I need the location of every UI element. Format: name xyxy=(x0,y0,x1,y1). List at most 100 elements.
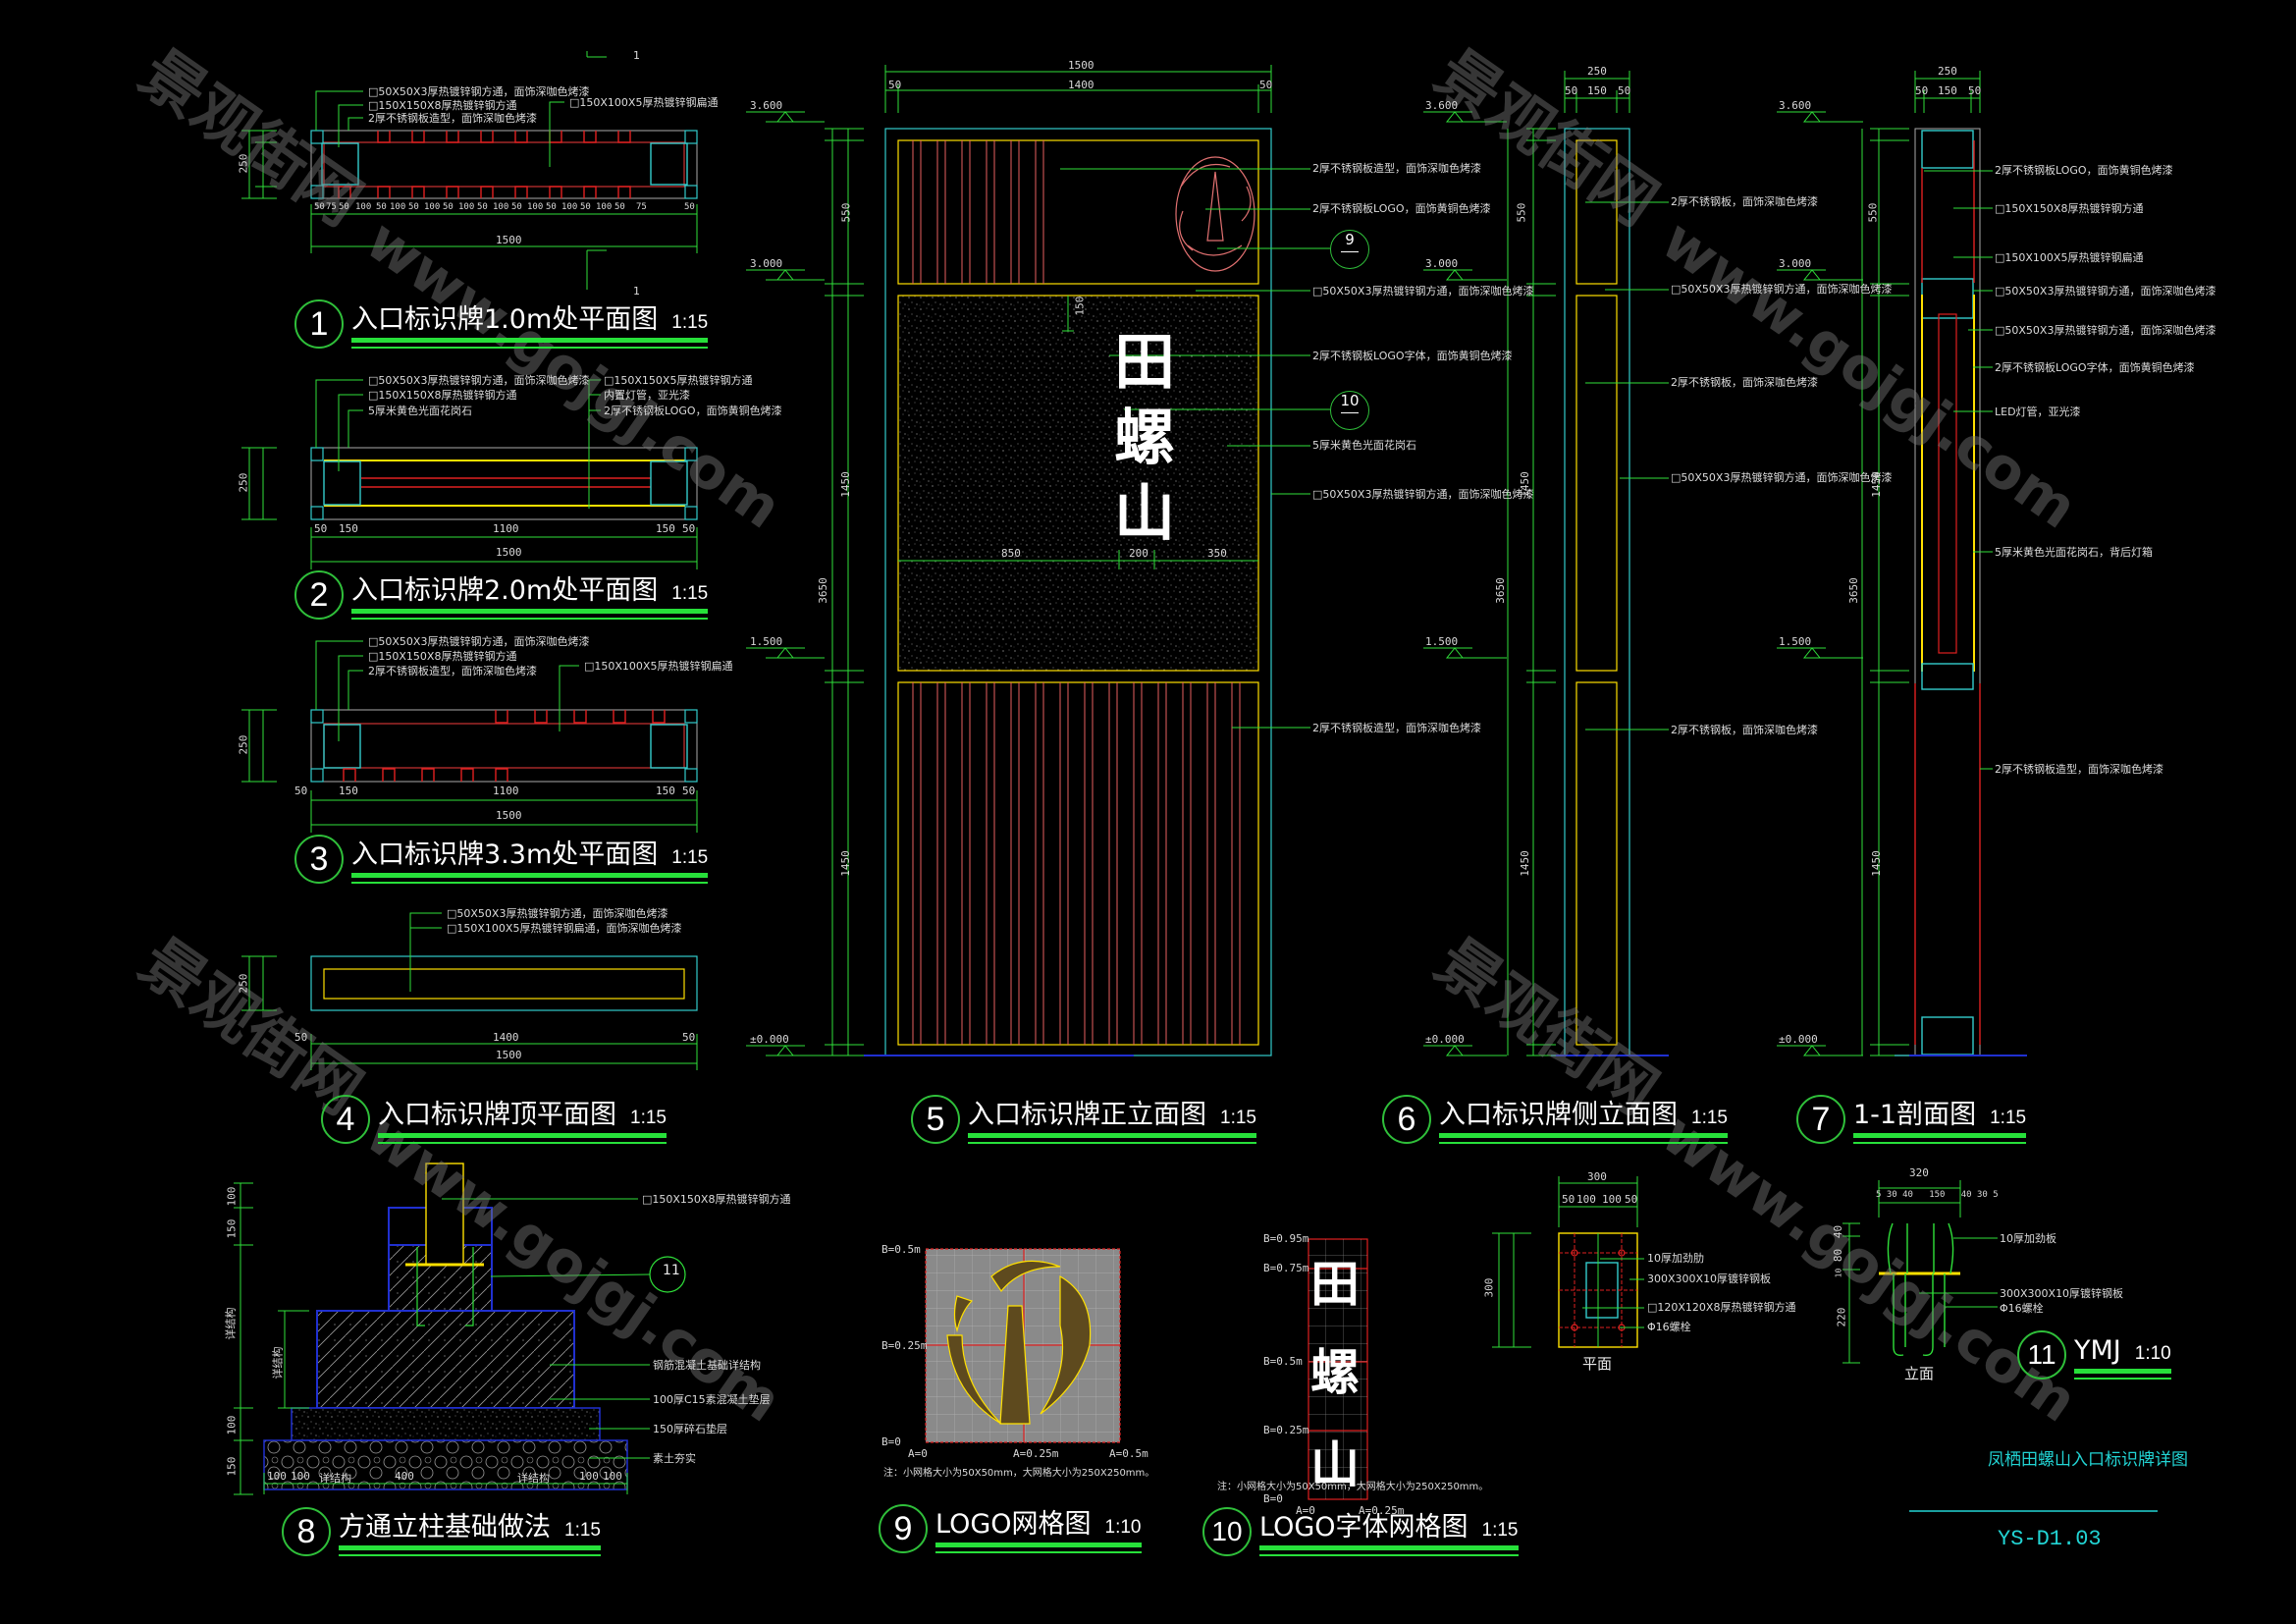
side-note: 2厚不锈钢板，面饰深咖色烤漆 xyxy=(1671,724,1818,736)
ymj-plan-dim: 100 xyxy=(1602,1193,1622,1206)
side-dim-total: 250 xyxy=(1587,65,1607,78)
front-elevation-drawing xyxy=(746,65,1330,1056)
drawing-title-text: YMJ xyxy=(2074,1335,2121,1366)
detail-reference-bubble-10[interactable]: 10 xyxy=(1330,391,1369,430)
plan1-dim: 50 xyxy=(314,202,325,212)
drawing-number: 3 xyxy=(294,835,344,884)
plan1-dim: 100 xyxy=(527,202,544,212)
foundation-dim-side: 详结构 xyxy=(224,1307,238,1340)
plan2-note: □150X150X8厚热镀锌钢方通 xyxy=(368,389,517,402)
detail-reference-bubble-11[interactable]: 11 xyxy=(663,1263,680,1278)
foundation-dim-side: 详结构 xyxy=(271,1346,285,1380)
plan4-note: □150X100X5厚热镀锌钢扁通，面饰深咖色烤漆 xyxy=(447,922,682,935)
drawing-title-text: 入口标识牌1.0m处平面图 xyxy=(351,304,659,335)
plan2-note: 2厚不锈钢板LOGO，面饰黄铜色烤漆 xyxy=(604,405,782,417)
foundation-dim-side: 150 xyxy=(225,1218,239,1239)
drawing-number: 4 xyxy=(321,1095,370,1144)
plan3-dim-side: 250 xyxy=(237,734,250,755)
plan4-dim-total: 1500 xyxy=(496,1049,522,1061)
drawing-title-text: LOGO网格图 xyxy=(935,1509,1092,1540)
section-mark-bottom: 1 xyxy=(633,285,640,298)
ymj-elev-label: 立面 xyxy=(1904,1365,1935,1382)
plan2-dim-side: 250 xyxy=(237,472,250,493)
front-note: □50X50X3厚热镀锌钢方通，面饰深咖色烤漆 xyxy=(1312,285,1534,298)
plan1-dim: 50 xyxy=(580,202,591,212)
front-dim-height: 3650 xyxy=(816,577,829,604)
font-grid-note: 注：小网格大小为50X50mm，大网格大小为250X250mm。 xyxy=(1217,1482,1489,1492)
plan4-dim: 50 xyxy=(294,1031,308,1044)
drawing-title-text: 入口标识牌顶平面图 xyxy=(378,1100,616,1130)
section-note: 2厚不锈钢板LOGO，面饰黄铜色烤漆 xyxy=(1995,164,2173,177)
drawing-title-text: 入口标识牌正立面图 xyxy=(968,1100,1206,1130)
plan1-dim: 50 xyxy=(408,202,419,212)
section-dim-side: 1450 xyxy=(1869,471,1883,498)
detail-reference-bubble-9[interactable]: 9 xyxy=(1330,230,1369,269)
drawing-scale: 1:15 xyxy=(1691,1108,1728,1128)
logo-outline xyxy=(1175,156,1255,272)
plan3-note: □50X50X3厚热镀锌钢方通，面饰深咖色烤漆 xyxy=(368,635,590,648)
drawing-number: 5 xyxy=(911,1095,960,1144)
plan1-note: □50X50X3厚热镀锌钢方通，面饰深咖色烤漆 xyxy=(368,85,590,98)
ymj-elev-dim-chain: 5 30 40 150 40 30 5 xyxy=(1876,1190,1999,1200)
side-note: □50X50X3厚热镀锌钢方通，面饰深咖色烤漆 xyxy=(1671,471,1893,484)
font-grid-a-label: A=0.25m xyxy=(1359,1504,1405,1517)
ymj-plan-drawing xyxy=(1492,1176,1644,1348)
section-1-1-drawing xyxy=(1777,71,2027,1056)
plan2-dim: 150 xyxy=(339,522,358,535)
drawing-title-text: LOGO字体网格图 xyxy=(1259,1512,1468,1543)
plan3-dim: 50 xyxy=(682,785,696,797)
foundation-dim-side: 150 xyxy=(225,1456,239,1477)
ymj-plan-note: 300X300X10厚镀锌钢板 xyxy=(1647,1272,1772,1285)
front-note: 2厚不锈钢板LOGO，面饰黄铜色烤漆 xyxy=(1312,202,1491,215)
logo-grid-a-label: A=0.5m xyxy=(1109,1447,1148,1460)
sign-char: 螺 xyxy=(1114,402,1176,473)
foundation-dim-side: 100 xyxy=(225,1415,239,1435)
ymj-plan-dim-total: 300 xyxy=(1587,1170,1607,1183)
logo-grid-note: 注：小网格大小为50X50mm，大网格大小为250X250mm。 xyxy=(883,1468,1155,1479)
plan2-dim-total: 1500 xyxy=(496,546,522,559)
section-elevation-mark: 1.500 xyxy=(1779,635,1812,648)
logo-emblem xyxy=(946,1260,1092,1425)
foundation-dim-side: 100 xyxy=(225,1186,239,1207)
section-dim: 150 xyxy=(1938,84,1957,97)
side-dim-side: 1450 xyxy=(1518,850,1531,877)
front-note: □50X50X3厚热镀锌钢方通，面饰深咖色烤漆 xyxy=(1312,488,1534,501)
plan3-dim: 150 xyxy=(339,785,358,797)
plan3-dim: 150 xyxy=(656,785,675,797)
section-note: 2厚不锈钢板造型，面饰深咖色烤漆 xyxy=(1995,763,2163,776)
section-elevation-mark: 3.000 xyxy=(1779,257,1812,270)
font-grid-b-label: B=0.25m xyxy=(1263,1424,1309,1436)
front-dim: 50 xyxy=(888,79,902,91)
side-dim-side: 1450 xyxy=(1518,471,1531,498)
font-grid-char: 螺 xyxy=(1310,1344,1360,1401)
ymj-elev-dim-total: 320 xyxy=(1909,1166,1929,1179)
plan-2-drawing xyxy=(241,379,698,569)
plan4-dim: 50 xyxy=(682,1031,696,1044)
logo-grid-a-label: A=0 xyxy=(908,1447,928,1460)
side-dim: 150 xyxy=(1587,84,1607,97)
drawing-scale: 1:15 xyxy=(630,1108,667,1128)
drawing-scale: 1:10 xyxy=(1104,1517,1142,1538)
font-grid-char: 山 xyxy=(1310,1436,1360,1493)
drawing-number: 8 xyxy=(282,1507,331,1556)
section-note: □50X50X3厚热镀锌钢方通，面饰深咖色烤漆 xyxy=(1995,285,2216,298)
plan1-dim: 100 xyxy=(424,202,441,212)
drawing-scale: 1:15 xyxy=(1220,1108,1256,1128)
ymj-plan-dim: 50 xyxy=(1562,1193,1575,1206)
plan2-note: 内置灯管，亚光漆 xyxy=(604,389,690,402)
plan-3-drawing xyxy=(241,640,698,833)
plan1-dim: 100 xyxy=(390,202,406,212)
drawing-title-text: 方通立柱基础做法 xyxy=(339,1512,551,1543)
ymj-plan-dim: 100 xyxy=(1576,1193,1596,1206)
section-mark-top: 1 xyxy=(633,49,640,62)
ymj-plan-note: 10厚加劲肋 xyxy=(1647,1252,1704,1265)
section-dim: 50 xyxy=(1968,84,1982,97)
foundation-note: 钢筋混凝土基础详结构 xyxy=(653,1359,761,1372)
plan1-dim: 50 xyxy=(376,202,387,212)
plan2-note: 5厚米黄色光面花岗石 xyxy=(368,405,472,417)
ymj-elev-note: Φ16螺栓 xyxy=(2000,1302,2044,1315)
plan-1-drawing xyxy=(241,51,698,290)
